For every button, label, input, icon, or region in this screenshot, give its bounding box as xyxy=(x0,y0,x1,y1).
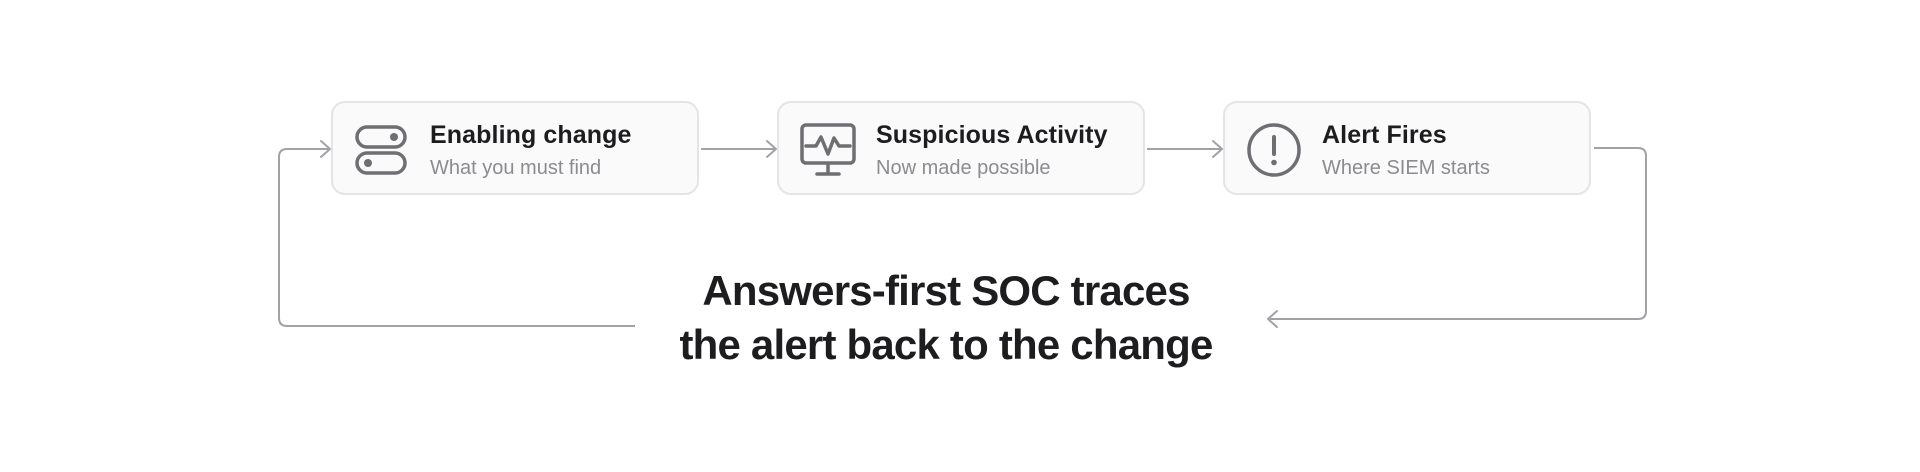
step-title: Alert Fires xyxy=(1322,121,1447,149)
arrowhead-alert xyxy=(1212,140,1223,158)
step-title: Suspicious Activity xyxy=(876,121,1108,149)
alert-circle-icon xyxy=(1245,121,1303,179)
step-subtitle: Now made possible xyxy=(876,157,1051,179)
arrowhead-caption xyxy=(1267,310,1278,328)
step-title: Enabling change xyxy=(430,121,632,149)
toggle-switches-icon xyxy=(353,121,411,179)
arrow-caption-to-enabling xyxy=(278,148,635,327)
arrow-alert-to-caption xyxy=(1268,147,1647,320)
diagram-caption: Answers-first SOC traces the alert back … xyxy=(646,264,1246,372)
caption-line-1: Answers-first SOC traces xyxy=(702,267,1190,314)
caption-line-2: the alert back to the change xyxy=(679,321,1213,368)
step-card-alert-fires: Alert Fires Where SIEM starts xyxy=(1223,101,1591,195)
step-subtitle: Where SIEM starts xyxy=(1322,157,1490,179)
step-card-enabling-change: Enabling change What you must find xyxy=(331,101,699,195)
step-card-suspicious-activity: Suspicious Activity Now made possible xyxy=(777,101,1145,195)
step-subtitle: What you must find xyxy=(430,157,602,179)
arrowhead-enabling xyxy=(320,140,331,158)
monitor-activity-icon xyxy=(799,121,857,179)
arrowhead-suspicious xyxy=(766,140,777,158)
